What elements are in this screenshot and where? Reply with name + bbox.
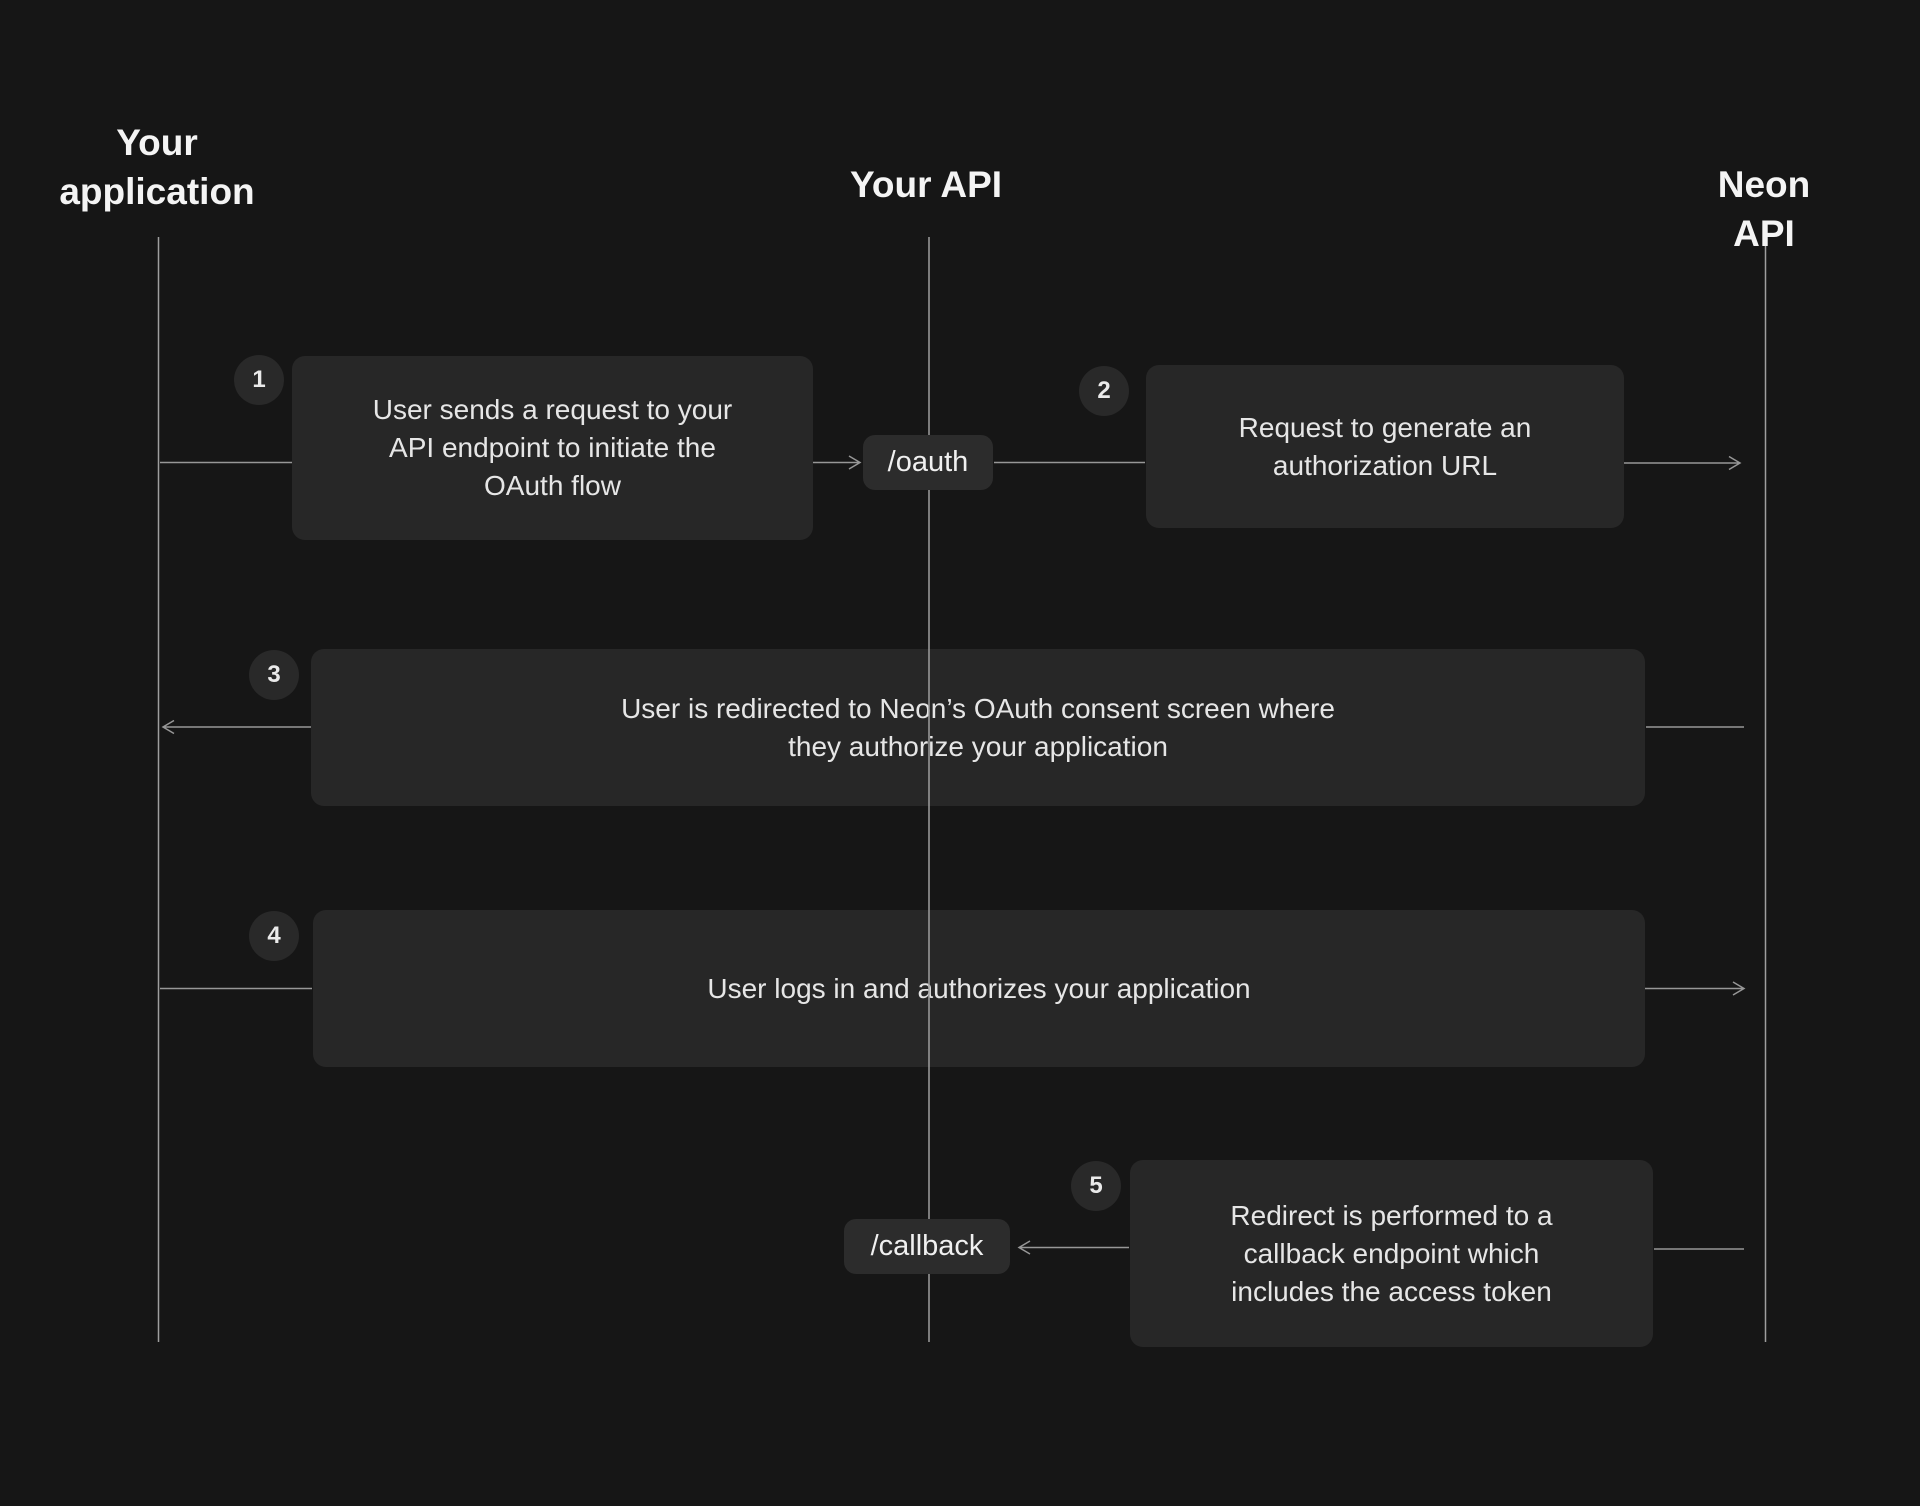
endpoint-pill-oauth: /oauth: [863, 435, 993, 490]
message-box-step-3: User is redirected to Neon’s OAuth conse…: [311, 649, 1645, 806]
message-text-step-1: User sends a request to your API endpoin…: [372, 394, 733, 501]
message-box-step-5: Redirect is performed to a callback endp…: [1130, 1160, 1653, 1347]
step3-arrow-to-application: [161, 719, 311, 735]
message-box-step-4: User logs in and authorizes your applica…: [313, 910, 1645, 1067]
step-number-2-value: 2: [1097, 377, 1111, 404]
step2-arrow-to-neon: [1624, 455, 1742, 471]
step-number-4: 4: [249, 911, 299, 961]
step5-arrow-to-callback: [1017, 1240, 1129, 1255]
message-text-step-3: User is redirected to Neon’s OAuth conse…: [621, 692, 1335, 762]
message-box-step-1: User sends a request to your API endpoin…: [292, 356, 813, 540]
endpoint-label-oauth: /oauth: [887, 446, 969, 478]
step-number-2: 2: [1079, 366, 1129, 416]
step-number-1: 1: [234, 355, 284, 405]
step-number-5-value: 5: [1089, 1172, 1103, 1199]
step-number-5: 5: [1071, 1161, 1121, 1211]
step4-arrow-to-neon: [1645, 981, 1746, 996]
step-number-3-value: 3: [267, 661, 281, 688]
endpoint-label-callback: /callback: [870, 1230, 984, 1262]
lane-label-your-api: Your API: [849, 164, 1003, 205]
step1-arrow-to-oauth: [813, 455, 862, 470]
endpoint-pill-callback: /callback: [844, 1219, 1010, 1274]
lane-label-your-application: Your application: [59, 122, 255, 212]
step-number-4-value: 4: [267, 922, 281, 949]
message-text-step-4: User logs in and authorizes your applica…: [707, 972, 1251, 1004]
message-text-step-2: Request to generate an authorization URL: [1238, 411, 1532, 481]
message-text-step-5: Redirect is performed to a callback endp…: [1230, 1199, 1553, 1307]
message-box-step-2: Request to generate an authorization URL: [1146, 365, 1624, 528]
step-number-3: 3: [249, 650, 299, 700]
step-number-1-value: 1: [252, 366, 266, 393]
lane-label-neon-api: Neon API: [1717, 164, 1811, 254]
